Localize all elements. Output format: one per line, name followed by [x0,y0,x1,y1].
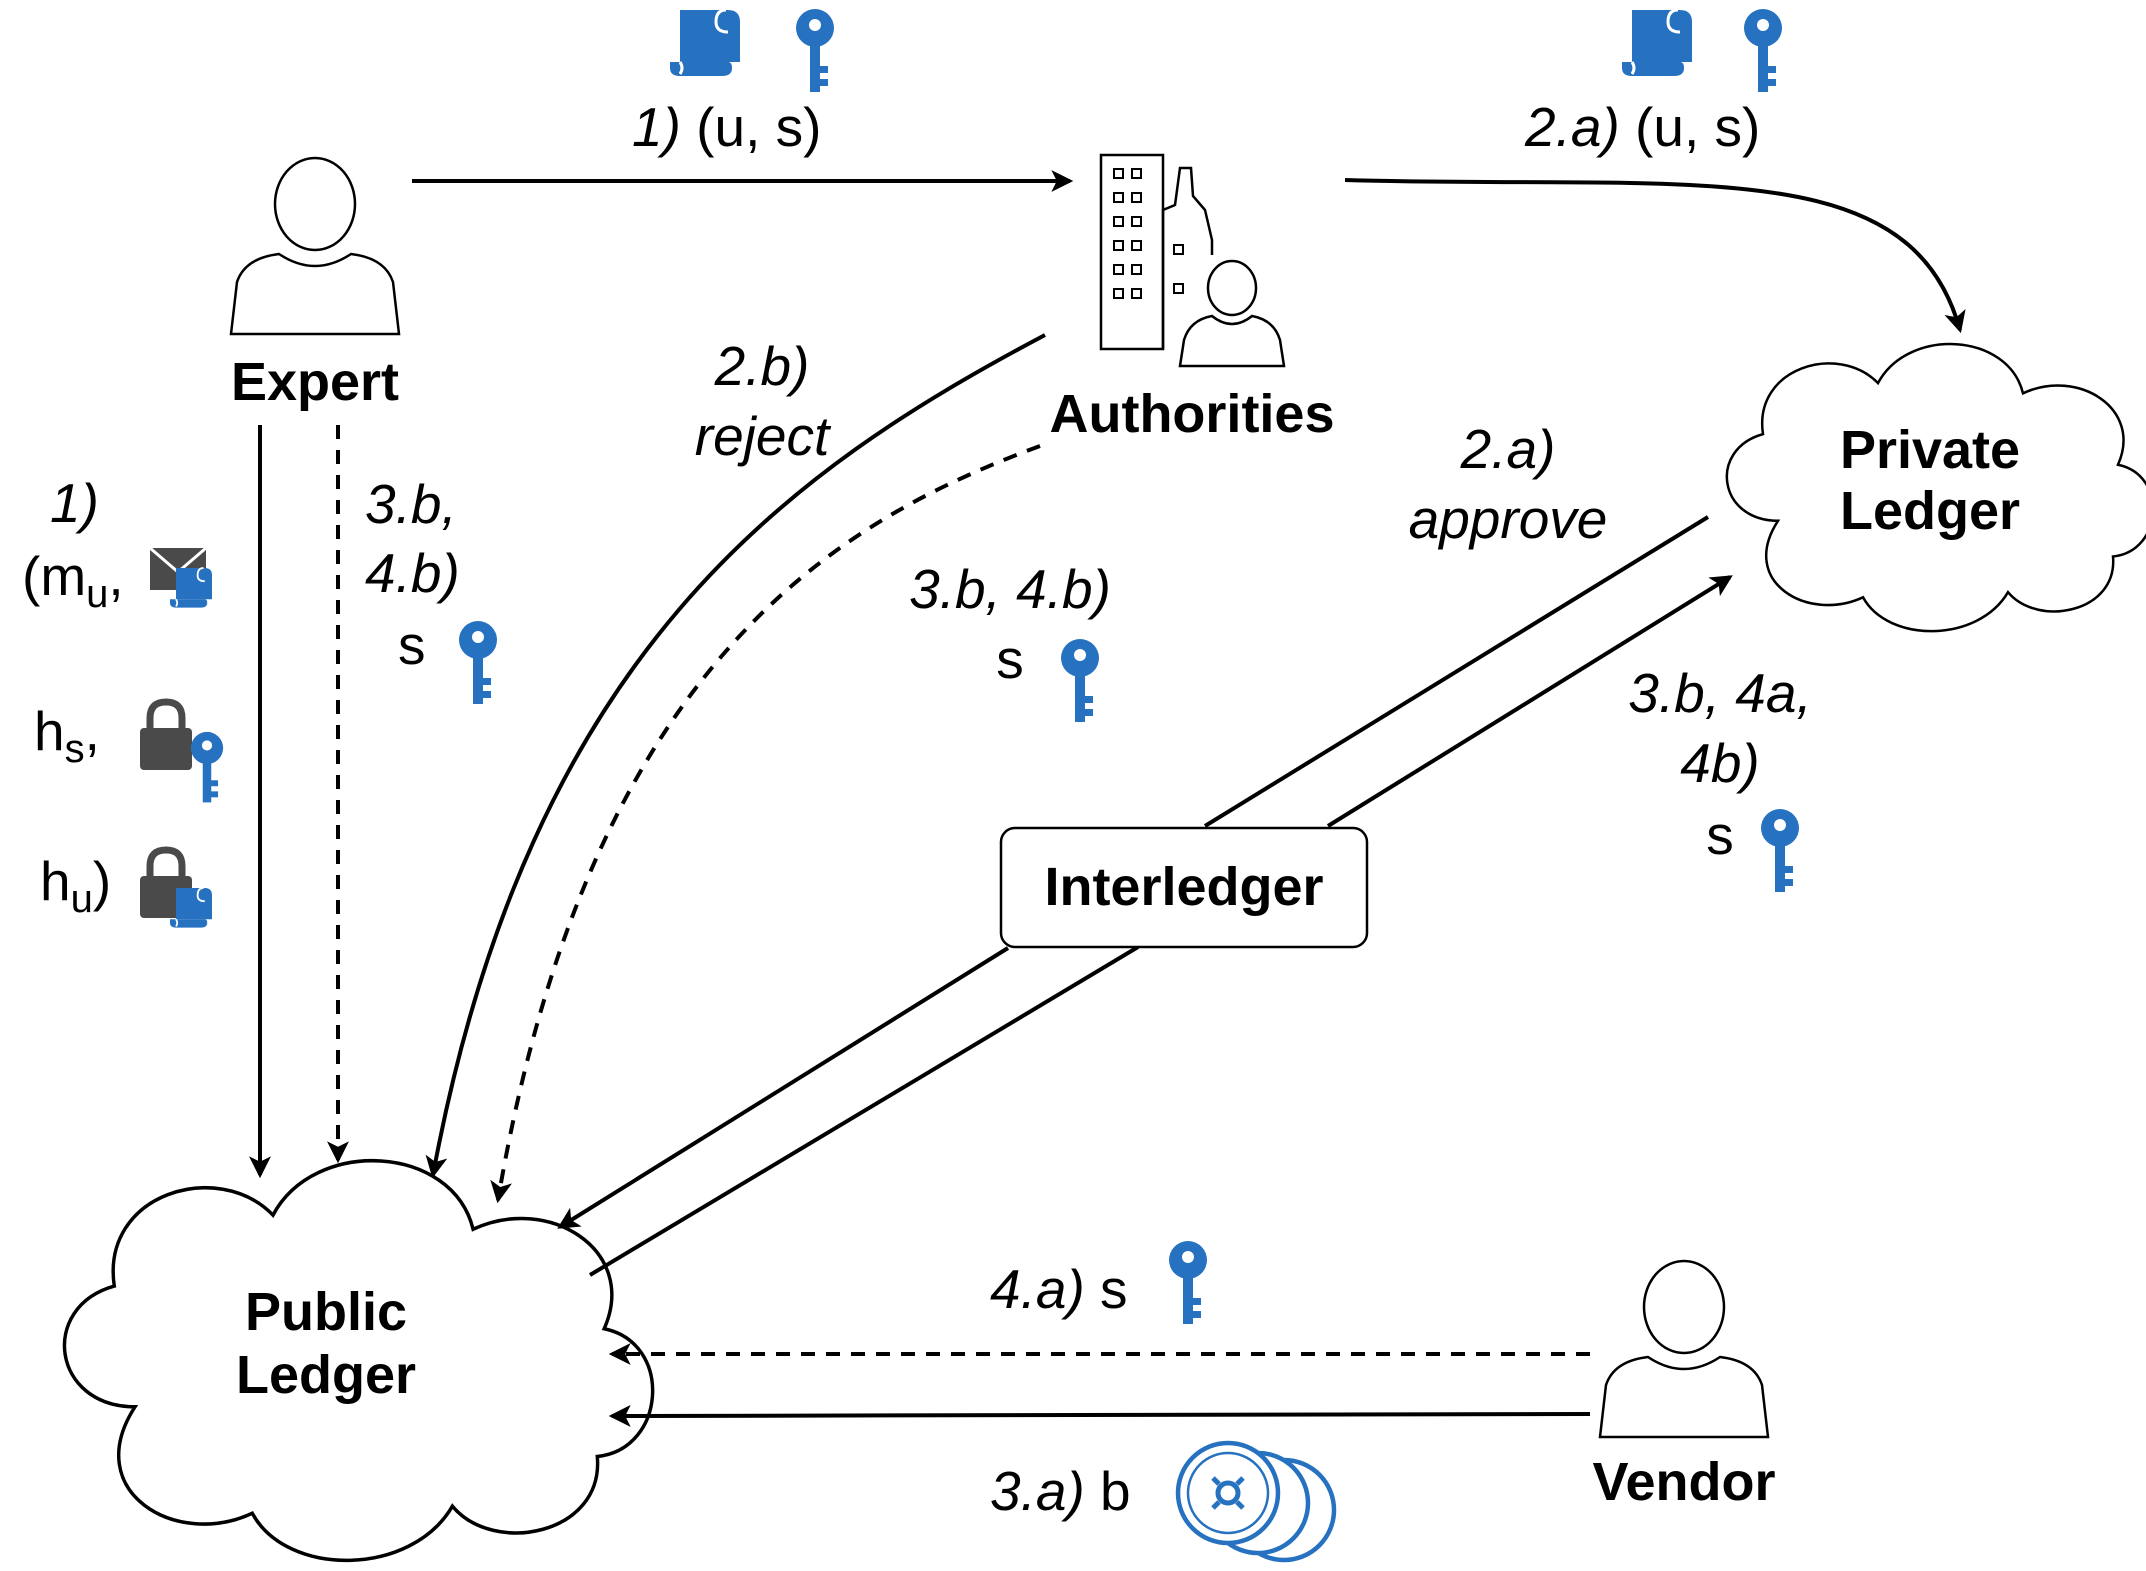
scroll-icon [668,8,742,78]
label-1-top: 1) (u, s) [632,8,834,158]
arrow-vendor-public [608,1404,1591,1427]
svg-text:s: s [1706,804,1734,866]
arrow-authorities-public-reject [425,333,1046,1179]
label-2a-top: 2.a) (u, s) [1524,8,1782,158]
key-icon [1061,639,1099,722]
label-3a: 3.a) b [990,1440,1337,1563]
vendor-label: Vendor [1592,1452,1775,1512]
private-ledger-label-2: Ledger [1840,481,2020,541]
authorities-node: Authorities [1049,153,1335,444]
label-3b-4b-authorities: 3.b, 4.b) s [909,558,1111,722]
public-ledger-label-1: Public [245,1282,407,1342]
svg-text:reject: reject [695,405,832,467]
coin-stack-icon [1175,1440,1337,1563]
svg-text:approve: approve [1409,488,1608,550]
svg-text:4.b): 4.b) [365,542,460,604]
svg-text:s: s [996,628,1024,690]
person-icon [1598,1259,1770,1439]
private-ledger-node: Private Ledger [1725,342,2146,633]
label-3b-4a-4b-private: 3.b, 4a, 4b) s [1628,662,1812,892]
arrow-authorities-public-dashed [490,444,1041,1204]
expert-label: Expert [231,352,399,412]
vendor-node: Vendor [1592,1259,1776,1512]
label-2a-approve: 2.a) approve [1409,418,1608,550]
arrow-authorities-private [1344,178,1966,334]
label-2b-reject: 2.b) reject [695,335,832,467]
expert-node: Expert [229,156,401,412]
svg-text:3.b,: 3.b, [365,473,457,535]
svg-text:4.a) s: 4.a) s [990,1258,1128,1320]
key-icon [1761,809,1799,892]
public-ledger-node: Public Ledger [62,1158,655,1563]
scroll-icon [169,567,213,609]
svg-text:s: s [398,614,426,676]
svg-text:2.b): 2.b) [714,335,810,397]
scroll-icon [1620,8,1694,78]
person-icon [229,156,401,336]
key-icon [1744,9,1782,92]
svg-text:hs,: hs, [34,700,100,771]
public-ledger-label-2: Ledger [236,1345,416,1405]
svg-text:hu): hu) [40,850,111,921]
key-icon [459,621,497,704]
arrow-public-private-upper [1326,575,1733,828]
svg-text:3.a) b: 3.a) b [990,1460,1131,1522]
scroll-icon [169,887,213,929]
arrow-approve-upper [1203,515,1710,828]
key-icon [1169,1241,1207,1324]
arrow-approve-lower [557,946,1010,1229]
svg-text:2.a) (u, s): 2.a) (u, s) [1524,96,1760,158]
label-1-left: 1) (mu, hs, hu) [22,472,224,929]
svg-text:1): 1) [50,472,99,534]
svg-text:1) (u, s): 1) (u, s) [632,96,821,158]
svg-text:2.a): 2.a) [1460,418,1556,480]
label-4a: 4.a) s [990,1241,1207,1324]
svg-text:3.b, 4.b): 3.b, 4.b) [909,558,1111,620]
private-ledger-label-1: Private [1840,420,2020,480]
svg-text:3.b, 4a,: 3.b, 4a, [1628,662,1811,724]
svg-text:4b): 4b) [1680,732,1760,794]
svg-text:(mu,: (mu, [22,545,124,616]
label-3b-4b-expert: 3.b, 4.b) s [365,473,497,704]
building-icon [1099,153,1214,351]
lock-icon [140,702,192,770]
authorities-label: Authorities [1049,384,1334,444]
interledger-label: Interledger [1044,857,1323,917]
interledger-node: Interledger [999,826,1369,949]
edges [249,170,1966,1427]
official-person-icon [1178,259,1286,368]
key-icon [190,731,224,803]
arrow-public-private-lower [588,945,1140,1277]
key-icon [796,9,834,92]
